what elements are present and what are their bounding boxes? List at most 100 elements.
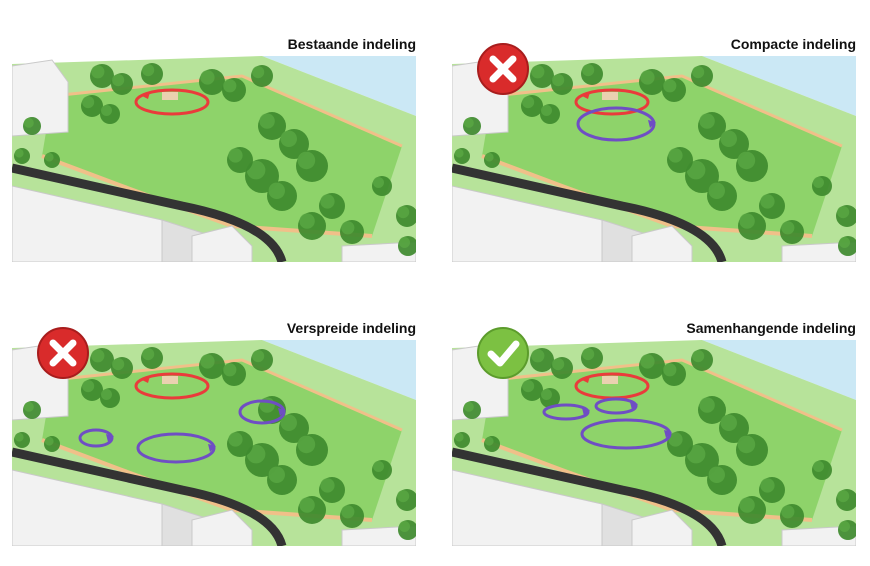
proposed-zone — [78, 428, 114, 448]
tree — [719, 413, 749, 443]
tree — [698, 112, 726, 140]
tree — [319, 193, 345, 219]
tree — [340, 504, 364, 528]
tree — [639, 353, 665, 379]
tree — [707, 465, 737, 495]
lawn — [42, 360, 402, 520]
tree — [484, 152, 500, 168]
tree — [780, 504, 804, 528]
panel-title: Verspreide indeling — [286, 320, 416, 336]
tree — [736, 150, 768, 182]
tree — [44, 152, 60, 168]
tree — [836, 205, 856, 227]
tree — [719, 129, 749, 159]
tree — [199, 353, 225, 379]
proposed-zone — [136, 432, 216, 464]
road — [452, 163, 727, 262]
proposed-zone — [542, 403, 590, 421]
tree — [222, 362, 246, 386]
tree — [44, 436, 60, 452]
panel-samenhangende-indeling: Samenhangende indeling — [452, 316, 856, 566]
tree — [14, 148, 30, 164]
tree — [738, 212, 766, 240]
tree — [759, 477, 785, 503]
proposed-zone — [580, 418, 672, 450]
checkmark-icon — [477, 327, 529, 379]
tree — [667, 147, 693, 173]
tree — [463, 401, 481, 419]
tree — [100, 388, 120, 408]
lawn — [42, 76, 402, 236]
tree — [90, 64, 114, 88]
cross-icon — [37, 327, 89, 379]
tree — [398, 520, 416, 540]
tree — [738, 496, 766, 524]
tree — [707, 181, 737, 211]
tree — [398, 236, 416, 256]
tree — [698, 396, 726, 424]
park-illustration — [452, 340, 856, 546]
panel-compacte-indeling: Compacte indeling — [452, 32, 856, 282]
panel-bestaande-indeling: Bestaande indeling — [12, 32, 416, 282]
tree — [581, 347, 603, 369]
proposed-zone — [594, 397, 638, 415]
panel-verspreide-indeling: Verspreide indeling — [12, 316, 416, 566]
existing-zone — [574, 88, 650, 116]
tree — [540, 104, 560, 124]
park-illustration — [452, 56, 856, 262]
tree — [267, 181, 297, 211]
buildings — [12, 343, 416, 546]
tree — [639, 69, 665, 95]
tree — [836, 489, 856, 511]
buildings — [12, 59, 416, 262]
existing-zone — [134, 372, 210, 400]
tree — [245, 159, 279, 193]
park-illustration — [12, 340, 416, 546]
panel-title: Compacte indeling — [730, 36, 856, 52]
tree — [111, 73, 133, 95]
tree — [454, 148, 470, 164]
tree — [736, 434, 768, 466]
tree — [298, 496, 326, 524]
cross-icon — [477, 43, 529, 95]
tree — [141, 347, 163, 369]
tree — [296, 434, 328, 466]
tree — [258, 112, 286, 140]
tree — [296, 150, 328, 182]
tree — [23, 401, 41, 419]
tree — [551, 357, 573, 379]
tree — [662, 362, 686, 386]
tree — [581, 63, 603, 85]
tree — [340, 220, 364, 244]
tree — [319, 477, 345, 503]
tree — [463, 117, 481, 135]
tree — [251, 65, 273, 87]
tree — [521, 379, 543, 401]
tree — [484, 436, 500, 452]
tree — [838, 236, 856, 256]
tree — [251, 349, 273, 371]
tree — [100, 104, 120, 124]
tree — [372, 176, 392, 196]
lawn — [482, 360, 842, 520]
tree — [279, 129, 309, 159]
tree — [141, 63, 163, 85]
tree — [812, 176, 832, 196]
tree — [14, 432, 30, 448]
tree — [521, 95, 543, 117]
tree — [530, 348, 554, 372]
road — [452, 447, 727, 546]
tree — [372, 460, 392, 480]
tree — [222, 78, 246, 102]
tree — [227, 431, 253, 457]
tree — [90, 348, 114, 372]
tree — [81, 95, 103, 117]
buildings — [452, 343, 856, 546]
tree — [199, 69, 225, 95]
panel-title: Samenhangende indeling — [686, 320, 856, 336]
tree — [111, 357, 133, 379]
tree — [780, 220, 804, 244]
tree — [551, 73, 573, 95]
panel-title: Bestaande indeling — [287, 36, 416, 52]
tree — [691, 349, 713, 371]
